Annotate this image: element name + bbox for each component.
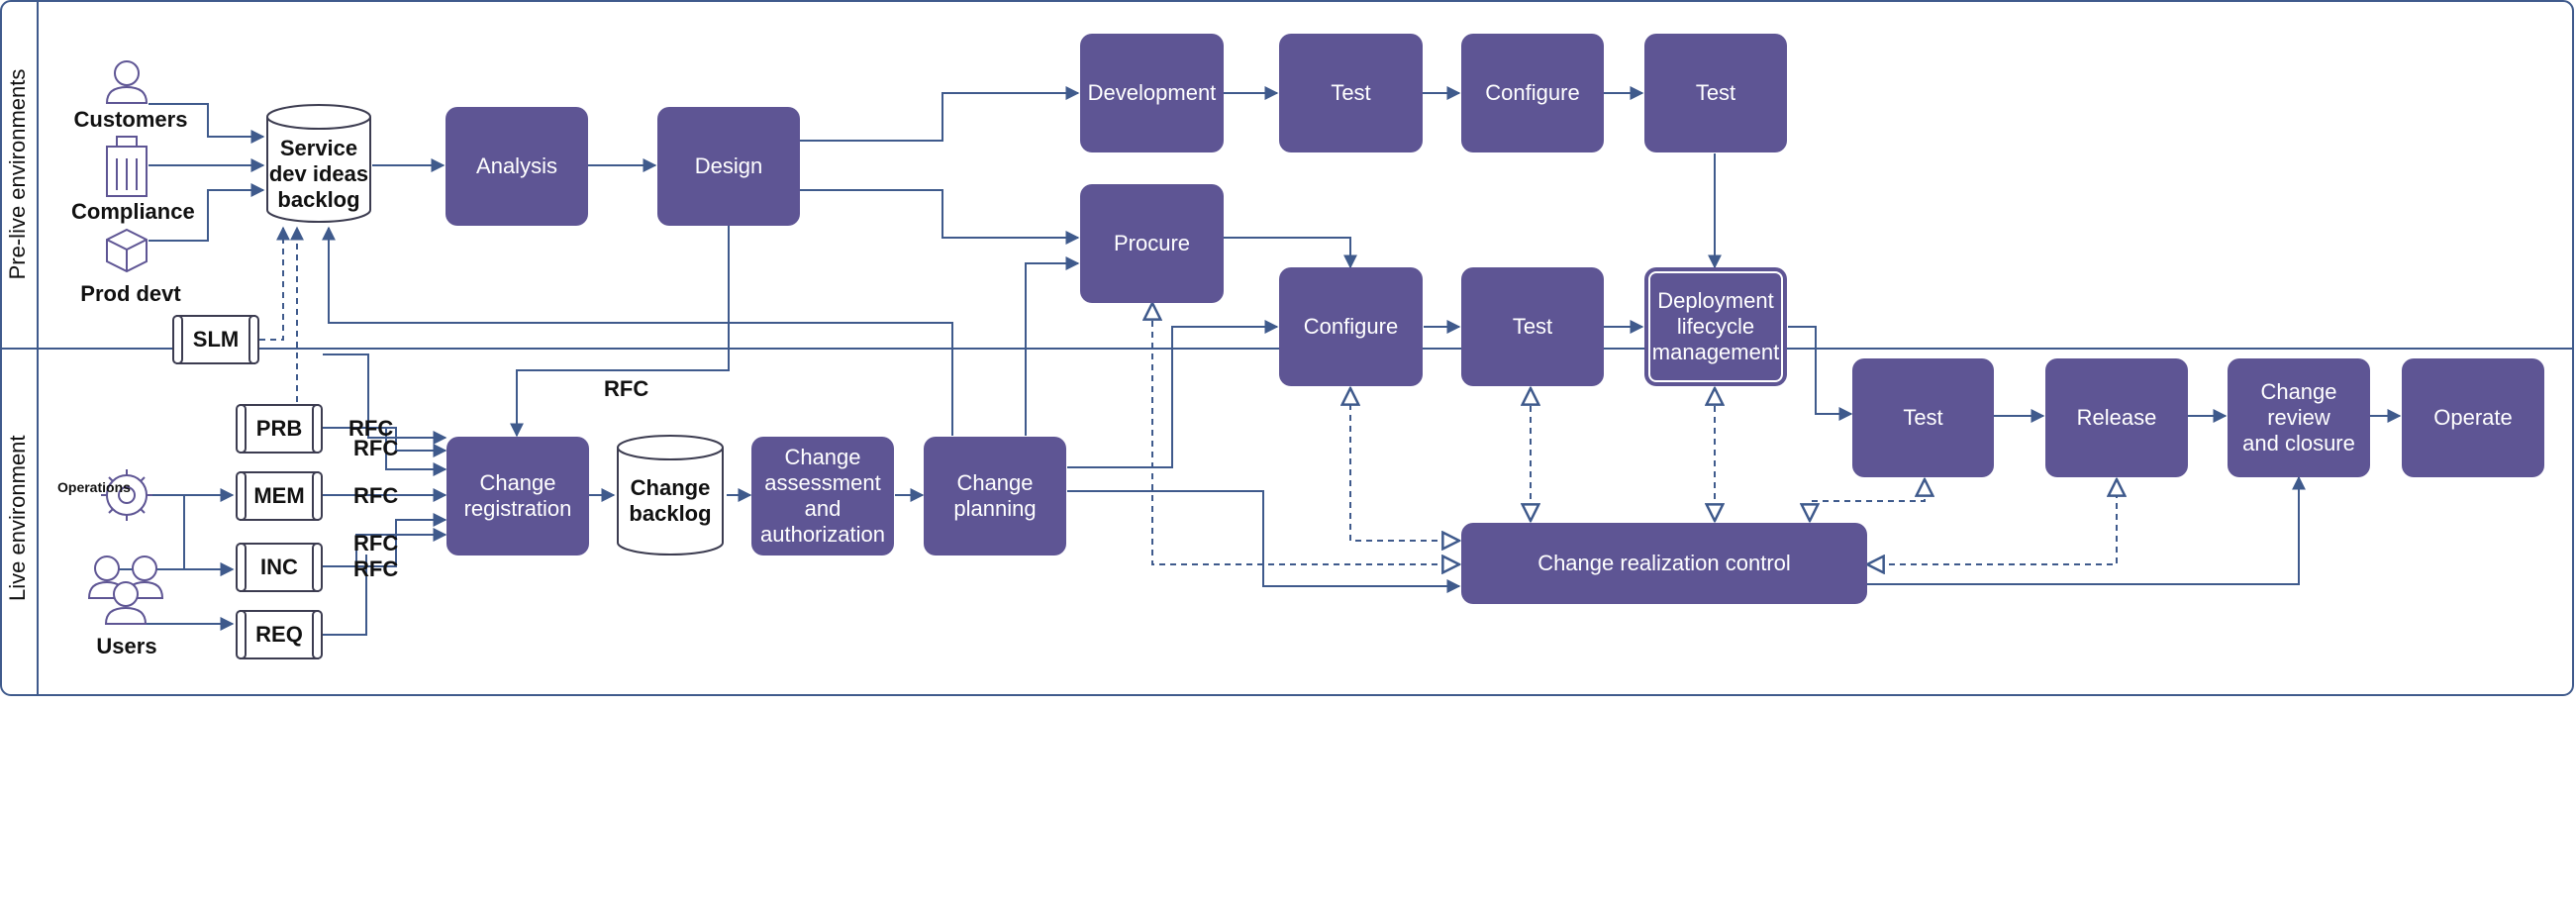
source-compliance-label: Compliance bbox=[71, 199, 195, 224]
change-backlog-db bbox=[617, 435, 724, 556]
ctrl-realization-release bbox=[1867, 479, 2117, 564]
step-configure-2[interactable]: Configure bbox=[1279, 267, 1423, 386]
wire-prb-registration bbox=[323, 427, 447, 457]
source-prod-devt-label: Prod devt bbox=[80, 281, 181, 306]
record-inc[interactable]: INC bbox=[236, 543, 323, 592]
wire-procure-configure bbox=[1224, 237, 1357, 269]
rfc-label-inc-2: RFC bbox=[353, 556, 399, 581]
record-mem[interactable]: MEM bbox=[236, 471, 323, 521]
step-change-assessment[interactable]: Change assessment and authorization bbox=[751, 437, 894, 556]
step-release[interactable]: Release bbox=[2045, 358, 2188, 477]
wire-prod-backlog bbox=[149, 183, 265, 242]
rfc-label-prb-2: RFC bbox=[353, 436, 399, 460]
rfc-label-mem: RFC bbox=[353, 483, 399, 508]
ctrl-realization-configure bbox=[1350, 388, 1459, 541]
cube-icon bbox=[106, 228, 148, 273]
wire-operations-inc bbox=[147, 494, 235, 576]
rfc-label-design: RFC bbox=[604, 376, 649, 401]
users-icon bbox=[87, 556, 164, 625]
record-slm[interactable]: SLM bbox=[172, 315, 259, 364]
change-backlog-label: Change backlog bbox=[629, 475, 712, 526]
step-test-1[interactable]: Test bbox=[1279, 34, 1423, 152]
step-change-realization-control[interactable]: Change realization control bbox=[1461, 523, 1867, 604]
step-design[interactable]: Design bbox=[657, 107, 800, 226]
wire-planning-procure bbox=[1025, 256, 1080, 436]
wire-design-procure bbox=[800, 189, 1080, 245]
rfc-label-inc-1: RFC bbox=[353, 531, 399, 556]
lane-label-pre-live: Pre-live environments bbox=[5, 68, 30, 280]
person-icon bbox=[105, 60, 149, 104]
step-operate[interactable]: Operate bbox=[2402, 358, 2544, 477]
rfc-label-prb-1: RFC bbox=[348, 416, 394, 441]
building-icon bbox=[106, 136, 148, 197]
step-change-registration[interactable]: Change registration bbox=[446, 437, 589, 556]
record-prb[interactable]: PRB bbox=[236, 404, 323, 454]
step-test-3[interactable]: Test bbox=[1461, 267, 1604, 386]
step-test-4[interactable]: Test bbox=[1852, 358, 1994, 477]
step-change-planning[interactable]: Change planning bbox=[924, 437, 1066, 556]
wire-deployment-test bbox=[1788, 326, 1853, 421]
wire-customers-backlog bbox=[149, 103, 265, 144]
wire-slm-backlog bbox=[259, 226, 290, 341]
wire-planning-backlog bbox=[322, 226, 953, 436]
source-customers-label: Customers bbox=[73, 107, 188, 132]
gear-icon bbox=[101, 469, 152, 521]
wire-prb-registration-2 bbox=[385, 428, 447, 476]
wire-design-development bbox=[800, 86, 1080, 142]
wire-inc-registration bbox=[323, 528, 447, 567]
record-req[interactable]: REQ bbox=[236, 610, 323, 659]
service-backlog-label: Service dev ideas backlog bbox=[268, 136, 369, 212]
step-configure-1[interactable]: Configure bbox=[1461, 34, 1604, 152]
ctrl-realization-test4 bbox=[1810, 479, 1925, 521]
step-analysis[interactable]: Analysis bbox=[446, 107, 588, 226]
wire-inc-registration-2 bbox=[356, 513, 447, 567]
source-operations-label: Operations bbox=[57, 479, 131, 495]
wire-realization-review bbox=[1867, 475, 2306, 585]
step-change-review[interactable]: Change review and closure bbox=[2228, 358, 2370, 477]
step-test-2[interactable]: Test bbox=[1644, 34, 1787, 152]
wire-planning-realization bbox=[1067, 490, 1461, 593]
step-deployment-lifecycle[interactable]: Deployment lifecycle management bbox=[1644, 267, 1787, 386]
wire-req-registration bbox=[323, 555, 367, 636]
step-development[interactable]: Development bbox=[1080, 34, 1224, 152]
wire-slm-registration bbox=[323, 354, 447, 445]
wire-design-registration bbox=[510, 226, 730, 438]
step-procure[interactable]: Procure bbox=[1080, 184, 1224, 303]
lane-label-live: Live environment bbox=[5, 435, 30, 601]
ctrl-realization-procure bbox=[1152, 303, 1459, 564]
source-users-label: Users bbox=[96, 634, 157, 658]
service-backlog-db bbox=[266, 104, 371, 223]
